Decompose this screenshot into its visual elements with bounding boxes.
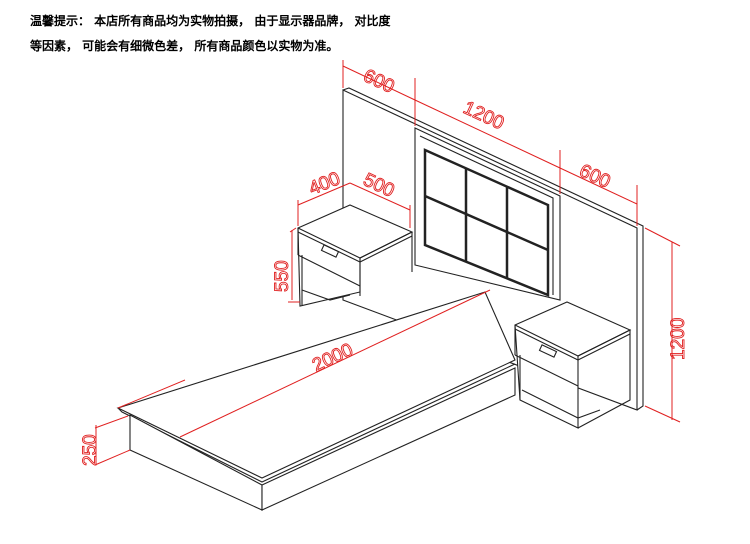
notice-line-2: 等因素， 可能会有细微色差， 所有商品颜色以实物为准。 bbox=[30, 39, 339, 53]
dim-headboard-height: 1200 bbox=[668, 318, 689, 360]
left-nightstand bbox=[297, 204, 414, 307]
dim-bed-height: 250 bbox=[80, 434, 101, 466]
headboard-grid bbox=[423, 148, 550, 297]
dim-headboard-side-top: 600 bbox=[360, 65, 398, 97]
bed bbox=[116, 291, 516, 511]
dim-headboard-side-right: 600 bbox=[576, 160, 614, 192]
dim-headboard-center-width: 1200 bbox=[460, 97, 507, 134]
notice-line-1: 温馨提示： 本店所有商品均为实物拍摄， 由于显示器品牌， 对比度 bbox=[30, 14, 391, 28]
right-nightstand bbox=[514, 301, 632, 429]
dim-nightstand-depth: 400 bbox=[306, 168, 343, 199]
dimension-lines bbox=[94, 60, 681, 466]
dim-nightstand-height: 550 bbox=[272, 260, 293, 292]
